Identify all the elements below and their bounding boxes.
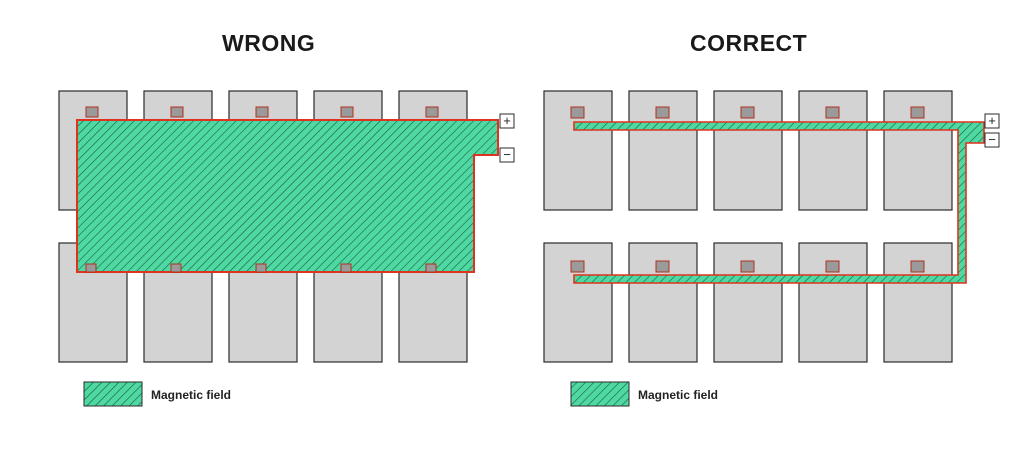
correct-legend: Magnetic field: [570, 381, 718, 407]
wrong-junction-boxes: [85, 106, 439, 273]
junction-box: [570, 260, 585, 273]
plus-terminal-label: +: [503, 113, 511, 128]
junction-box: [910, 106, 925, 119]
correct-title: CORRECT: [690, 30, 808, 56]
correct-magnetic-field-loop: [573, 121, 985, 284]
wrong-legend: Magnetic field: [83, 381, 231, 407]
wrong-terminals: + −: [499, 113, 515, 163]
junction-box: [340, 106, 354, 118]
legend-label: Magnetic field: [638, 388, 718, 402]
plus-terminal: [984, 113, 1000, 129]
minus-terminal-label: −: [988, 132, 996, 147]
minus-terminal: [984, 132, 1000, 148]
junction-box: [825, 106, 840, 119]
correct-terminals: + −: [984, 113, 1000, 148]
plus-terminal: [499, 113, 515, 129]
junction-box: [655, 260, 670, 273]
junction-box: [170, 106, 184, 118]
junction-box: [85, 106, 99, 118]
legend-label: Magnetic field: [151, 388, 231, 402]
junction-box: [425, 263, 437, 273]
minus-terminal: [499, 147, 515, 163]
junction-box: [255, 263, 267, 273]
legend-swatch: [570, 381, 630, 407]
correct-module-grid: [543, 90, 953, 363]
junction-box: [825, 260, 840, 273]
correct-junction-boxes: [570, 106, 925, 273]
wrong-magnetic-field-loop: [76, 119, 499, 273]
junction-box: [910, 260, 925, 273]
plus-terminal-label: +: [988, 113, 996, 128]
junction-box: [655, 106, 670, 119]
wrong-title: WRONG: [222, 30, 316, 56]
junction-box: [740, 260, 755, 273]
minus-terminal-label: −: [503, 147, 511, 162]
junction-box: [570, 106, 585, 119]
junction-box: [740, 106, 755, 119]
junction-box: [85, 263, 97, 273]
junction-box: [425, 106, 439, 118]
junction-box: [255, 106, 269, 118]
legend-swatch: [83, 381, 143, 407]
junction-box: [170, 263, 182, 273]
junction-box: [340, 263, 352, 273]
